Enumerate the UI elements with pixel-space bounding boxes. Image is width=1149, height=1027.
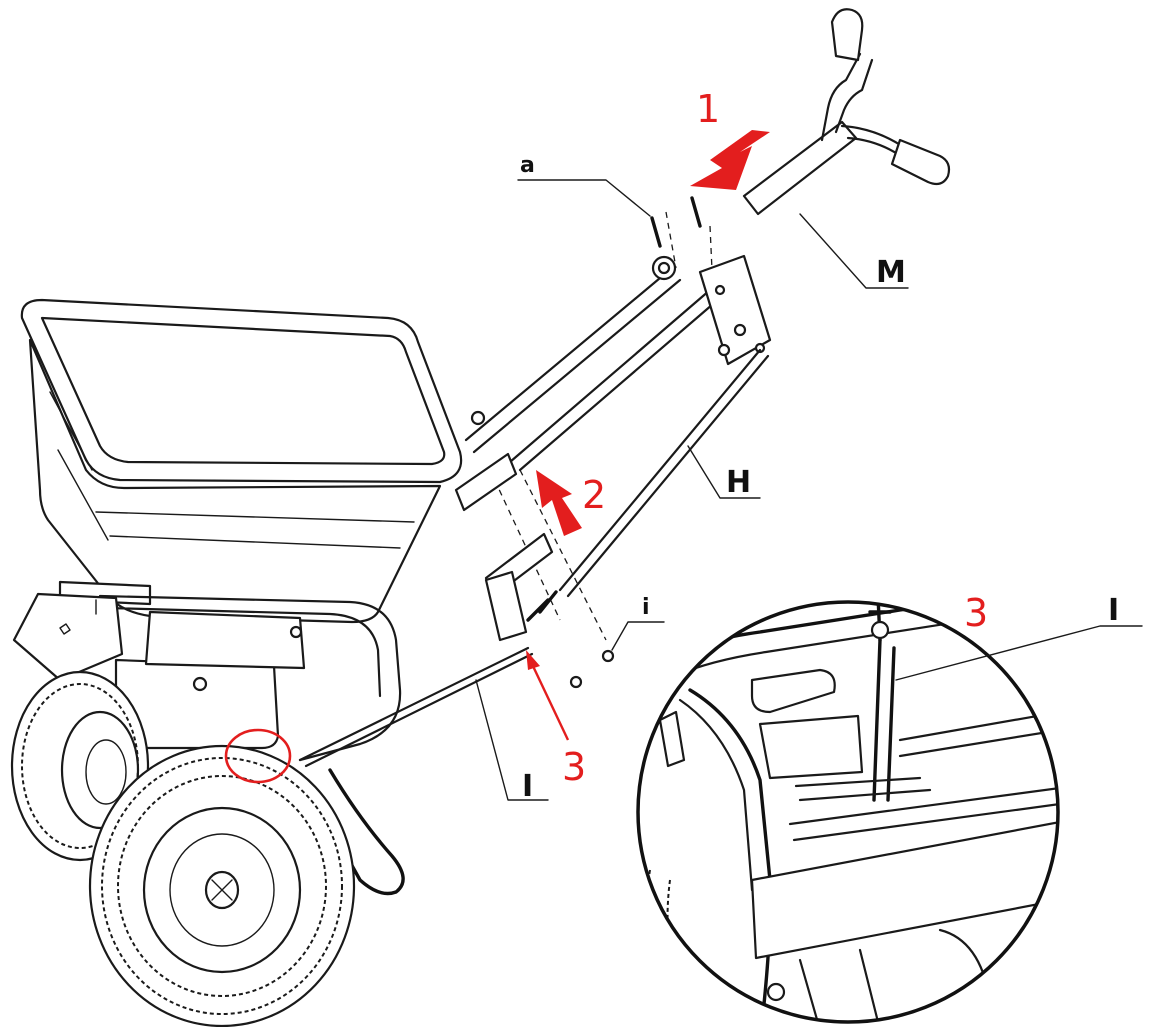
- red-arrow-icon: [536, 470, 582, 536]
- bracket-hole-1: [714, 284, 726, 296]
- step1-number: 1: [696, 87, 720, 131]
- alignment-dash-1: [489, 469, 561, 621]
- screw-b: [690, 196, 702, 228]
- lower-side-plate: [484, 570, 528, 642]
- label-a: a: [520, 153, 535, 178]
- detail-big-plate: [750, 820, 1058, 960]
- step3-arrowhead: [526, 650, 540, 670]
- hopper-ribs: [49, 391, 415, 549]
- handlebar-M: [742, 8, 951, 216]
- leader-detail-I: [895, 625, 1143, 681]
- label-M: M: [876, 255, 906, 290]
- detail-bolt-head: [870, 620, 890, 640]
- label-I: I: [522, 769, 533, 804]
- step1-arrow: [690, 130, 770, 190]
- frame-bar-2: [106, 606, 382, 698]
- hopper-body: [28, 338, 442, 624]
- detail-rod: [872, 638, 896, 802]
- side-plate: [12, 592, 124, 682]
- detail-cylinder: [750, 668, 836, 714]
- alignment-dash-4: [709, 225, 713, 271]
- control-rod-H: [558, 348, 770, 598]
- detail-label-I: I: [1108, 593, 1119, 628]
- detail-plate: [758, 714, 864, 780]
- knob: [651, 255, 677, 281]
- step3-arrow: [530, 663, 570, 741]
- leader-i: [611, 621, 665, 651]
- red-arrow-icon: [690, 130, 770, 190]
- handlebar-stem: [820, 52, 874, 142]
- leader-H: [687, 445, 761, 499]
- detail-step3-number: 3: [964, 591, 988, 635]
- lower-rod-I: [298, 646, 534, 768]
- bracket-hole-3: [717, 343, 731, 357]
- alignment-dash-2: [519, 469, 607, 641]
- hopper-rim-inner: [40, 316, 446, 466]
- red-circle-highlight: [224, 728, 292, 784]
- gearbox: [144, 610, 306, 670]
- detail-clip: [658, 710, 686, 768]
- detail-small-bolt: [766, 982, 786, 1002]
- washer-small: [569, 675, 583, 689]
- label-i: i: [642, 595, 650, 620]
- gearbox-bolt-2: [289, 625, 303, 639]
- step3-number: 3: [562, 745, 586, 789]
- hopper-rim: [20, 298, 463, 484]
- bracket-hole-4: [754, 342, 766, 354]
- grip-right: [890, 138, 951, 186]
- detail-bar-2: [788, 786, 1058, 842]
- bracket-hole-2: [733, 323, 747, 337]
- knob-inner: [657, 261, 671, 275]
- leader-I: [475, 679, 549, 801]
- step2-number: 2: [582, 473, 606, 517]
- washer-i: [601, 649, 615, 663]
- handle-tube-upper: [464, 266, 682, 454]
- gearbox-bolt: [192, 676, 208, 692]
- inset-border: [636, 600, 1060, 1024]
- detail-arm: [794, 776, 932, 802]
- step2-arrow: [536, 470, 582, 536]
- top-bracket: [698, 254, 772, 366]
- frame-bar: [98, 594, 402, 762]
- leader-a: [517, 179, 651, 217]
- alignment-dash-3: [665, 211, 677, 269]
- spring-lever: [526, 590, 558, 622]
- screw-a: [650, 216, 662, 248]
- label-H: H: [726, 465, 751, 500]
- mid-bracket-top: [454, 452, 518, 512]
- detail-frame-left-2: [678, 698, 754, 892]
- handle-assembly: [298, 196, 772, 768]
- leader-M: [799, 213, 909, 289]
- stand-leg: [308, 768, 405, 896]
- grip-top: [830, 8, 864, 62]
- front-wheel: [88, 744, 356, 1027]
- handle-tube-lower: [508, 288, 722, 472]
- mid-bracket-hole: [470, 410, 486, 426]
- spreader-body: [10, 298, 463, 1027]
- side-plate-bolts: [59, 599, 97, 635]
